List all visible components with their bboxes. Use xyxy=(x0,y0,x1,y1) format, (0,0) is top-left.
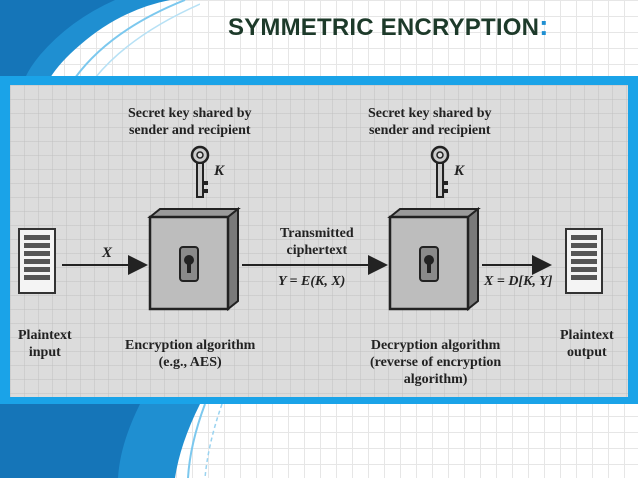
key-label-left: Secret key shared by sender and recipien… xyxy=(128,106,252,138)
y-formula: Y = E(K, X) xyxy=(278,274,346,289)
x-symbol: X xyxy=(102,245,113,261)
key-icon-right xyxy=(430,145,450,198)
plaintext-input-label: Plaintext input xyxy=(18,328,72,360)
encryption-box-icon xyxy=(147,207,241,312)
plaintext-input-document xyxy=(18,228,56,294)
key-label-right: Secret key shared by sender and recipien… xyxy=(368,106,492,138)
slide-title: SYMMETRIC ENCRYPTION: xyxy=(228,10,549,41)
key-symbol-right: K xyxy=(454,163,465,179)
decorative-swoosh-bottom xyxy=(0,404,223,478)
transmitted-ciphertext-label: Transmitted ciphertext xyxy=(280,226,354,258)
plaintext-output-document xyxy=(565,228,603,294)
key-icon-left xyxy=(190,145,210,198)
flow-arrows xyxy=(62,255,552,275)
key-symbol-left: K xyxy=(214,163,225,179)
encryption-algorithm-label: Encryption algorithm (e.g., AES) xyxy=(125,338,256,370)
plaintext-output-label: Plaintext output xyxy=(560,328,614,360)
decorative-swoosh-top xyxy=(0,0,200,78)
decryption-box-icon xyxy=(387,207,481,312)
decryption-algorithm-label: Decryption algorithm (reverse of encrypt… xyxy=(370,338,502,387)
diagram-area: Secret key shared by sender and recipien… xyxy=(10,85,628,397)
x-formula: X = D[K, Y] xyxy=(484,274,553,289)
